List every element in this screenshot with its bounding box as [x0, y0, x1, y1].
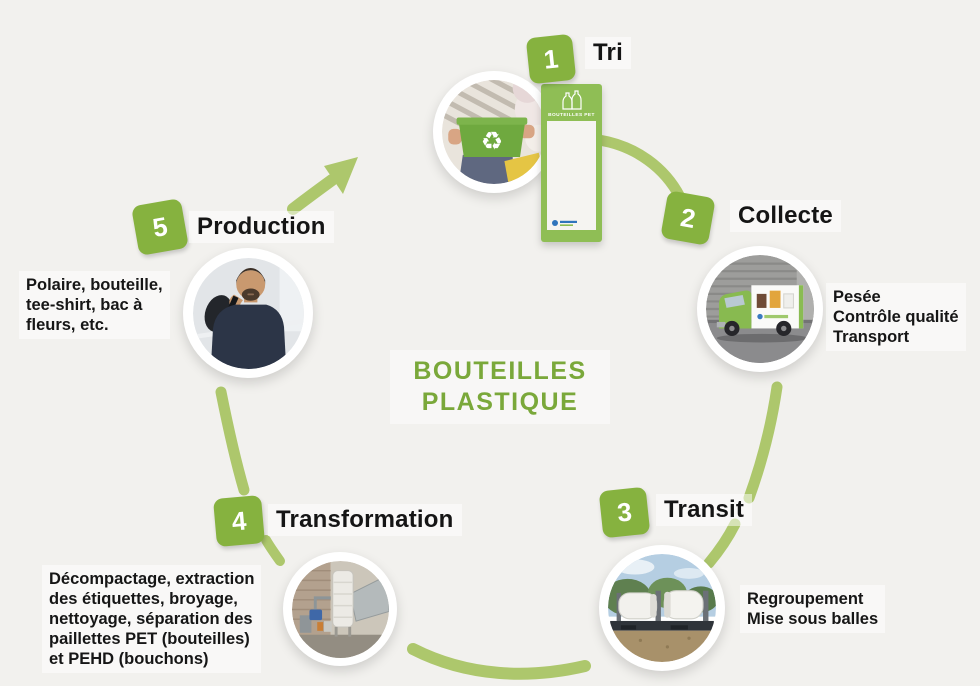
- step4-number: 4: [230, 504, 248, 537]
- step3-details: Regroupement Mise sous balles: [740, 585, 886, 633]
- dash-step4-to-photo: [261, 535, 285, 566]
- step5-detail-line: fleurs, etc.: [26, 316, 109, 334]
- swiss-recycling-logo: [552, 220, 577, 226]
- step5-number-badge: 5: [131, 198, 189, 256]
- sorting-bin-photo: ♻: [442, 80, 546, 184]
- step1-label: Tri: [585, 37, 631, 69]
- arrow-step5-to-step1-tail: [287, 174, 338, 215]
- photo-step5-tshirt: [183, 248, 313, 378]
- step5-detail-line: Polaire, bouteille,: [26, 276, 163, 294]
- banner-graphic: BOUTEILLES PET: [541, 84, 602, 242]
- step5-number: 5: [150, 210, 170, 243]
- collection-truck-photo: [706, 255, 814, 363]
- step4-number-badge: 4: [212, 494, 266, 548]
- step3-detail-line: Mise sous balles: [747, 610, 879, 628]
- step3-number-badge: 3: [598, 486, 651, 539]
- step5-details: Polaire, bouteille, tee-shirt, bac à fle…: [19, 271, 170, 339]
- step2-details: Pesée Contrôle qualité Transport: [826, 283, 966, 351]
- step1-number-badge: 1: [525, 33, 577, 85]
- arrow-step5-to-step1-head: [324, 157, 358, 194]
- arc-step3-to-step4: [407, 643, 591, 680]
- photo-step1-sorting: ♻: [433, 71, 555, 193]
- transformation-plant-photo: [291, 560, 389, 658]
- step4-label: Transformation: [268, 504, 462, 536]
- step4-detail-line: et PEHD (bouchons): [49, 650, 209, 668]
- step2-detail-line: Pesée: [833, 288, 881, 306]
- step2-number: 2: [678, 201, 698, 234]
- step5-label: Production: [189, 211, 334, 243]
- step5-detail-line: tee-shirt, bac à: [26, 296, 143, 314]
- step1-number: 1: [542, 42, 560, 75]
- step3-label: Transit: [656, 494, 753, 526]
- photo-step3-rail-containers: [599, 545, 725, 671]
- step2-detail-line: Transport: [833, 328, 910, 346]
- rail-transit-photo: [608, 554, 716, 662]
- dash-step2-to-step3-b: [703, 518, 741, 569]
- dash-step5-to-step4: [215, 386, 250, 496]
- arc-step1-to-step2: [593, 134, 686, 203]
- cycle-title: BOUTEILLES PLASTIQUE: [390, 350, 610, 424]
- dash-step2-to-step3-a: [743, 381, 783, 504]
- step3-number: 3: [615, 496, 634, 528]
- step3-detail-line: Regroupement: [747, 590, 864, 608]
- bottle-icon: [562, 90, 582, 110]
- photo-step2-truck: [697, 246, 823, 372]
- rollup-banner: BOUTEILLES PET: [541, 84, 602, 242]
- step2-number-badge: 2: [660, 190, 716, 246]
- photo-step4-machinery: [283, 552, 397, 666]
- step4-detail-line: nettoyage, séparation des: [49, 610, 253, 628]
- step4-detail-line: Décompactage, extraction: [49, 570, 255, 588]
- production-model-photo: [192, 257, 304, 369]
- recycle-icon: ♻: [481, 128, 503, 156]
- cycle-title-line2: PLASTIQUE: [421, 388, 579, 416]
- step4-details: Décompactage, extraction des étiquettes,…: [42, 565, 262, 673]
- step2-label: Collecte: [730, 200, 841, 232]
- banner-label: BOUTEILLES PET: [548, 112, 595, 118]
- step2-detail-line: Contrôle qualité: [833, 308, 959, 326]
- cycle-title-line1: BOUTEILLES: [413, 357, 587, 385]
- step4-detail-line: paillettes PET (bouteilles): [49, 630, 250, 648]
- step4-detail-line: des étiquettes, broyage,: [49, 590, 238, 608]
